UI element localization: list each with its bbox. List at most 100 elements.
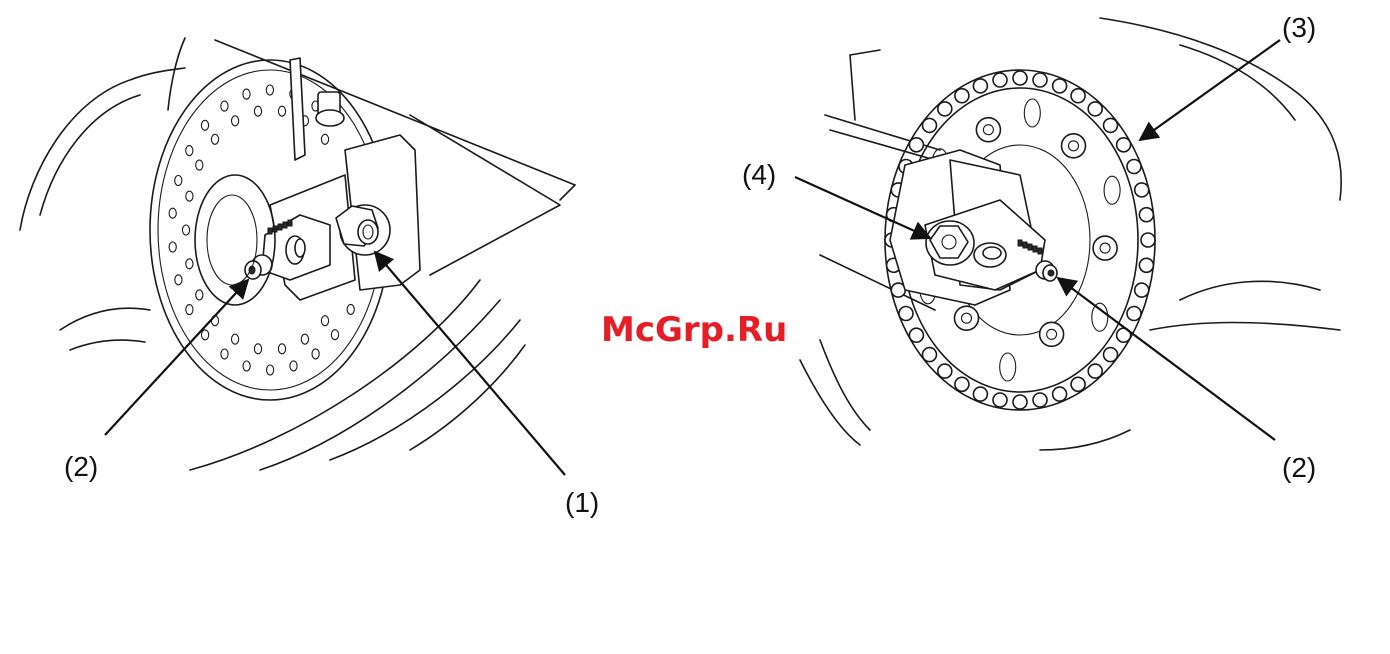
right-axle-nut <box>926 221 974 265</box>
chain-roller <box>973 387 987 401</box>
disc-hole <box>186 146 193 156</box>
chain-roller <box>993 393 1007 407</box>
chain-roller <box>1127 307 1141 321</box>
disc-hole <box>182 225 189 235</box>
adjuster-tooth <box>1033 246 1037 252</box>
chain-roller <box>909 328 923 342</box>
left-wheel-hub <box>195 175 275 305</box>
chain-roller <box>1071 377 1085 391</box>
sprocket-slot <box>1000 353 1016 381</box>
chain-roller <box>1135 183 1149 197</box>
chain-roller <box>909 138 923 152</box>
disc-hole <box>175 275 182 285</box>
disc-hole <box>201 120 208 130</box>
disc-hole <box>278 106 285 116</box>
chain-roller <box>973 79 987 93</box>
label-left-1: (1) <box>565 487 599 518</box>
sprocket-slot <box>1092 303 1108 331</box>
disc-hole <box>202 330 209 340</box>
chain-roller <box>1053 79 1067 93</box>
sprocket-nut <box>976 118 1000 142</box>
chain-roller <box>1033 393 1047 407</box>
label-right-4: (4) <box>742 159 776 190</box>
chain-roller <box>899 307 913 321</box>
right-illustration: (4) (3) (2) <box>742 12 1341 483</box>
disc-hole <box>196 290 203 300</box>
chain-roller <box>1013 395 1027 409</box>
sprocket-slot <box>1024 99 1040 127</box>
disc-hole <box>221 101 228 111</box>
adjuster-tooth <box>283 222 287 228</box>
disc-hole <box>290 361 297 371</box>
disc-hole <box>169 242 176 252</box>
sprocket-nut <box>1040 322 1064 346</box>
adjuster-tooth <box>1018 240 1022 246</box>
label-right-2: (2) <box>1282 452 1316 483</box>
chain-roller <box>1053 387 1067 401</box>
chain-roller <box>1139 208 1153 222</box>
adjuster-tooth <box>278 224 282 230</box>
chain-roller <box>1071 89 1085 103</box>
sprocket-nut <box>1062 134 1086 158</box>
chain-roller <box>1104 118 1118 132</box>
watermark-text: McGrp.Ru <box>601 310 787 350</box>
sprocket-slot <box>1104 176 1120 204</box>
left-leader-1 <box>375 252 565 475</box>
disc-hole <box>321 316 328 326</box>
disc-hole <box>186 191 193 201</box>
chain-roller <box>938 364 952 378</box>
chain-roller <box>955 377 969 391</box>
chain-roller <box>1127 160 1141 174</box>
adjuster-tooth <box>268 228 272 234</box>
chain-roller <box>1033 73 1047 87</box>
disc-hole <box>196 160 203 170</box>
adjuster-tooth <box>288 220 292 226</box>
disc-hole <box>347 304 354 314</box>
chain-roller <box>938 102 952 116</box>
disc-hole <box>169 208 176 218</box>
label-right-3: (3) <box>1282 12 1316 43</box>
sprocket-nut <box>1093 236 1117 260</box>
left-illustration: (2) (1) <box>20 38 599 518</box>
disc-hole <box>331 330 338 340</box>
sprocket-nut <box>955 306 979 330</box>
chain-roller <box>993 73 1007 87</box>
adjuster-tooth <box>1038 248 1042 254</box>
chain-roller <box>1141 233 1155 247</box>
disc-hole <box>266 85 273 95</box>
adjuster-tooth <box>1023 242 1027 248</box>
chain-roller <box>1139 258 1153 272</box>
chain-roller <box>923 118 937 132</box>
chain-roller <box>955 89 969 103</box>
chain-roller <box>1088 364 1102 378</box>
disc-hole <box>267 365 274 375</box>
chain-roller <box>1104 348 1118 362</box>
disc-hole <box>321 134 328 144</box>
disc-hole <box>243 89 250 99</box>
chain-roller <box>1013 71 1027 85</box>
disc-hole <box>221 349 228 359</box>
disc-hole <box>232 334 239 344</box>
left-wheel-arcs <box>190 280 525 470</box>
disc-hole <box>211 134 218 144</box>
chain-roller <box>1117 138 1131 152</box>
left-leader-2 <box>105 280 248 435</box>
disc-hole <box>278 344 285 354</box>
disc-hole <box>254 106 261 116</box>
chain-roller <box>1135 283 1149 297</box>
label-left-2: (2) <box>64 451 98 482</box>
disc-hole <box>232 116 239 126</box>
disc-hole <box>186 259 193 269</box>
disc-hole <box>175 176 182 186</box>
chain-roller <box>1088 102 1102 116</box>
right-adjuster-bolt <box>1036 261 1057 281</box>
disc-hole <box>312 349 319 359</box>
disc-hole <box>254 344 261 354</box>
disc-hole <box>243 361 250 371</box>
disc-hole <box>186 305 193 315</box>
right-leader-2 <box>1058 278 1275 440</box>
left-swingarm-end <box>262 58 420 300</box>
disc-hole <box>301 334 308 344</box>
chain-roller <box>923 348 937 362</box>
